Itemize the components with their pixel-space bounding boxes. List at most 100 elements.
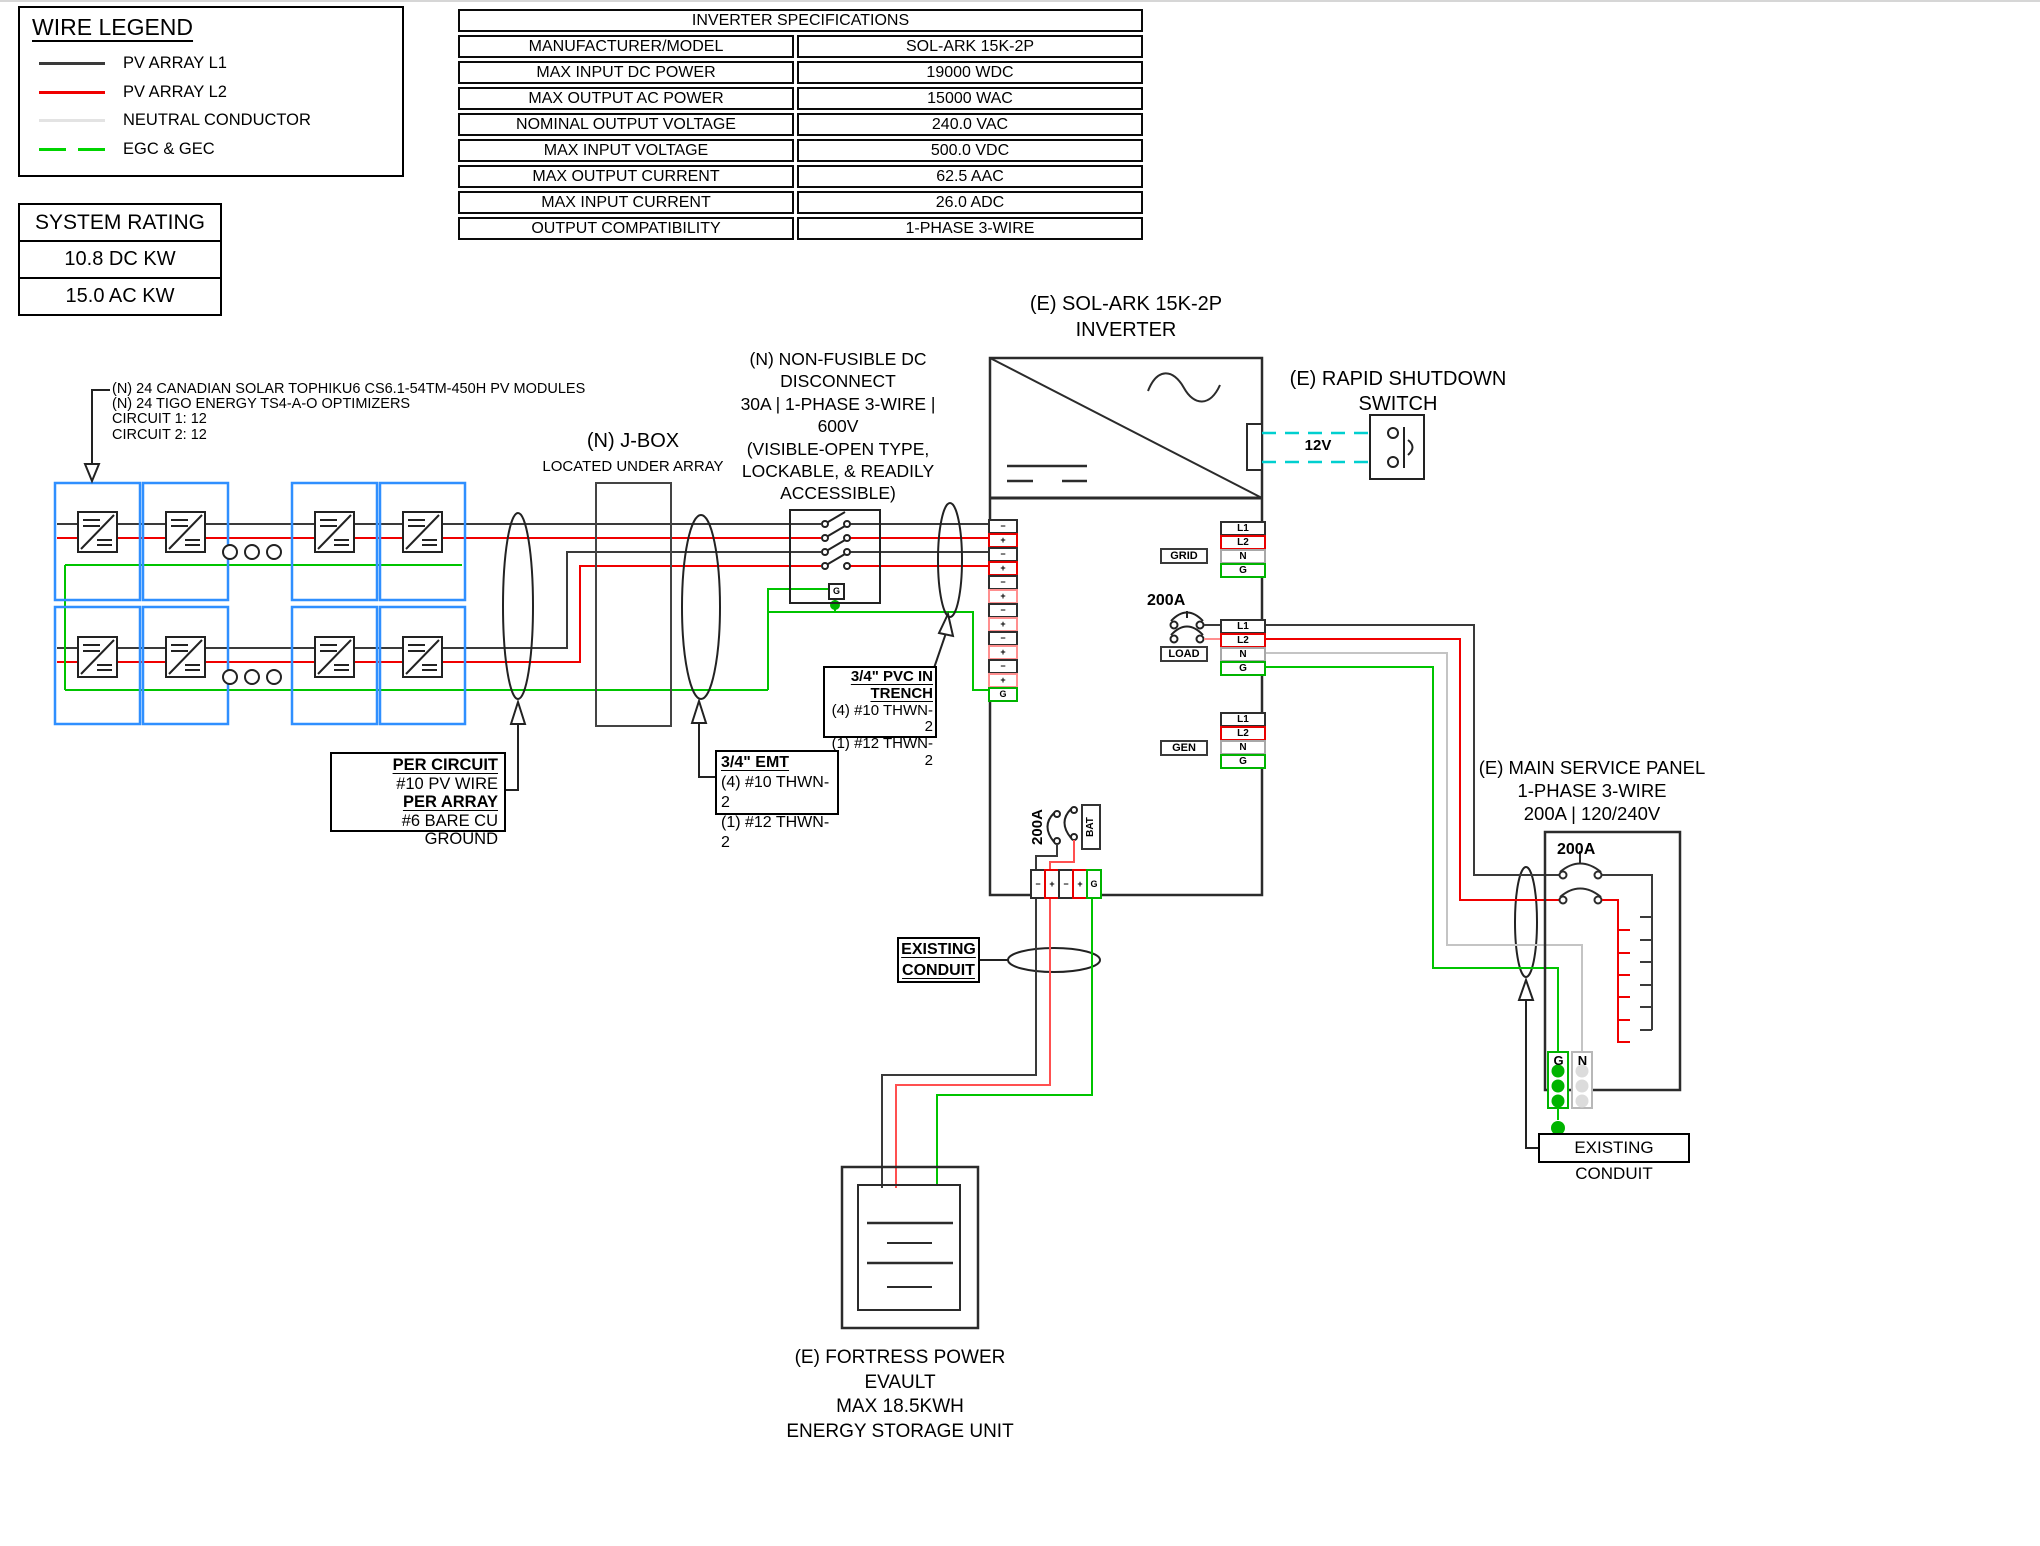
legend-label: NEUTRAL CONDUCTOR — [123, 110, 311, 129]
spec-label: OUTPUT COMPATIBILITY — [458, 217, 794, 240]
array-note-line: (N) 24 TIGO ENERGY TS4-A-O OPTIMIZERS — [112, 396, 411, 413]
rsd-signal-wires — [1262, 431, 1388, 464]
array-note-line: (N) 24 CANADIAN SOLAR TOPHIKU6 CS6.1-54T… — [112, 381, 586, 397]
battery-breaker-label: BAT — [1081, 804, 1101, 850]
module-continuation-dots — [222, 544, 282, 685]
pvc-line: (4) #10 THWN-2 — [831, 701, 933, 736]
disconnect-label-line: (N) NON-FUSIBLE DC — [749, 349, 927, 369]
inverter-title-line: (E) SOL-ARK 15K-2P — [1029, 293, 1223, 315]
panel-title-line: 200A | 120/240V — [1523, 803, 1661, 824]
dc-terminal: + — [988, 561, 1018, 576]
per-circuit-callout: PER CIRCUIT #10 PV WIRE PER ARRAY #6 BAR… — [330, 752, 506, 848]
screenshot-top-border — [0, 0, 2040, 2]
rsd-switch-symbol — [1369, 414, 1425, 480]
disconnect-ground-terminal: G — [828, 583, 845, 600]
legend-swatch-egc — [39, 147, 105, 151]
pvc-title: 3/4" PVC IN — [850, 668, 933, 685]
spec-label: MAX OUTPUT CURRENT — [458, 165, 794, 188]
gen-terminal-l1: L1 — [1220, 712, 1266, 727]
array-note-leader — [91, 389, 110, 466]
per-circuit-title: PER CIRCUIT — [392, 756, 498, 774]
per-circuit-wire: #10 PV WIRE — [396, 774, 498, 793]
wire-battery-neg — [881, 897, 1037, 1188]
panel-neutral-bus — [1571, 1051, 1593, 1109]
panel-ground-bus-label: G — [1553, 1053, 1564, 1068]
disconnect-label-line: ACCESSIBLE) — [780, 483, 896, 504]
dc-terminal: + — [988, 589, 1018, 604]
system-rating-dc: 10.8 DC KW — [20, 242, 220, 279]
wire-bat-pos — [1049, 840, 1075, 869]
ac-sine-icon — [1147, 372, 1221, 403]
wire-load-l2 — [1262, 638, 1559, 901]
grid-terminal-l2: L2 — [1220, 535, 1266, 550]
emt-line: (1) #12 THWN-2 — [721, 814, 830, 851]
bat-terminal: − — [1058, 869, 1074, 899]
disconnect-label: (N) NON-FUSIBLE DC DISCONNECT 30A | 1-PH… — [740, 348, 936, 505]
rsd-label-line: (E) RAPID SHUTDOWN — [1289, 368, 1507, 390]
panel-title-line: 1-PHASE 3-WIRE — [1517, 780, 1667, 801]
grid-terminal-l1: L1 — [1220, 521, 1266, 536]
wire-load-n — [1262, 652, 1583, 1052]
pv-modules — [53, 481, 467, 726]
spec-value: 500.0 VDC — [797, 139, 1143, 162]
legend-label: PV ARRAY L2 — [123, 82, 227, 101]
disconnect-label-line: 30A | 1-PHASE 3-WIRE | — [740, 393, 936, 414]
spec-value: SOL-ARK 15K-2P — [797, 35, 1143, 58]
load-breaker-symbol — [1169, 611, 1205, 644]
system-rating-title: SYSTEM RATING — [20, 205, 220, 242]
grid-terminal-n: N — [1220, 549, 1266, 564]
jbox-label: (N) J-BOX LOCATED UNDER ARRAY — [525, 430, 741, 475]
load-terminal-l2: L2 — [1220, 633, 1266, 648]
gen-terminal-g: G — [1220, 754, 1266, 769]
existing-conduit-panel-callout: EXISTING CONDUIT — [1538, 1133, 1690, 1183]
jbox-enclosure — [595, 482, 672, 727]
dc-terminal: − — [988, 547, 1018, 562]
system-rating: SYSTEM RATING 10.8 DC KW 15.0 AC KW — [18, 203, 222, 316]
system-rating-ac: 15.0 AC KW — [65, 285, 175, 307]
spec-label: MAX INPUT CURRENT — [458, 191, 794, 214]
spec-value: 240.0 VAC — [797, 113, 1143, 136]
wire-load-g — [1262, 666, 1559, 1052]
legend-swatch-neutral — [39, 118, 105, 122]
gen-label: GEN — [1160, 740, 1208, 756]
legend-label: EGC & GEC — [123, 139, 215, 158]
emt-title: 3/4" EMT — [721, 754, 790, 771]
load-terminal-g: G — [1220, 661, 1266, 676]
label-connectors — [504, 632, 1538, 1149]
existing-conduit-word: CONDUIT — [902, 962, 975, 979]
panel-ground-bus — [1547, 1051, 1569, 1109]
panel-bus-l2 — [1602, 899, 1630, 1043]
emt-callout: 3/4" EMT (4) #10 THWN-2 (1) #12 THWN-2 — [715, 750, 839, 851]
grid-label: GRID — [1160, 548, 1208, 564]
pvc-title: TRENCH — [870, 684, 934, 702]
connector-arrowheads — [509, 610, 1535, 1001]
per-array-wire: #6 BARE CU GROUND — [401, 811, 498, 849]
gen-terminal-l2: L2 — [1220, 726, 1266, 741]
rsd-label: (E) RAPID SHUTDOWN SWITCH — [1278, 367, 1518, 417]
load-terminal-l1: L1 — [1220, 619, 1266, 634]
battery-enclosure — [840, 1165, 980, 1330]
legend-label: PV ARRAY L1 — [123, 53, 227, 72]
gen-terminal-n: N — [1220, 740, 1266, 755]
dc-terminal-ground: G — [988, 687, 1018, 702]
grid-terminal-g: G — [1220, 563, 1266, 578]
wire-legend-title: WIRE LEGEND — [32, 14, 194, 40]
array-note-arrowhead — [83, 463, 101, 484]
per-array-title: PER ARRAY — [402, 793, 498, 811]
dc-terminal: − — [988, 575, 1018, 590]
conduit-symbols — [502, 502, 1538, 978]
spec-title: INVERTER SPECIFICATIONS — [458, 9, 1143, 32]
spec-label: MAX INPUT VOLTAGE — [458, 139, 794, 162]
bat-terminal-ground: G — [1086, 869, 1102, 899]
panel-breaker-rating: 200A — [1557, 841, 1596, 858]
ground-junction-dot — [830, 600, 840, 610]
jbox-subtitle: LOCATED UNDER ARRAY — [542, 458, 724, 475]
main-service-panel — [1543, 830, 1682, 1092]
existing-conduit-callout: EXISTING CONDUIT — [897, 937, 980, 983]
jbox-title: (N) J-BOX — [586, 430, 680, 452]
load-terminal-n: N — [1220, 647, 1266, 662]
pvc-line: (1) #12 THWN-2 — [831, 735, 933, 769]
pvc-callout: 3/4" PVC IN TRENCH (4) #10 THWN-2 (1) #1… — [823, 666, 937, 769]
